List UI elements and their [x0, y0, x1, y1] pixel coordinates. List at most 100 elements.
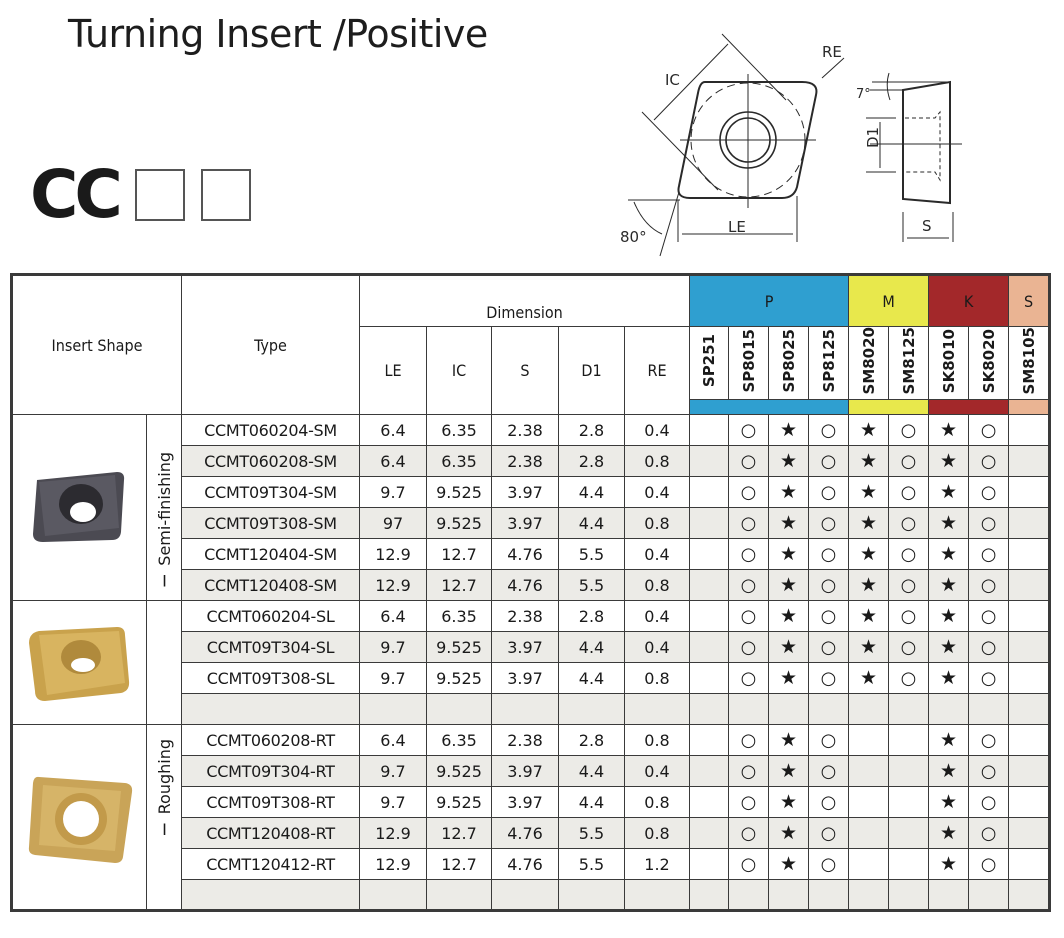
grade-cell [848, 879, 890, 911]
grade-cell: ○ [808, 662, 850, 694]
recommended-star-icon: ★ [940, 728, 958, 751]
grade-cell: ★ [848, 507, 890, 539]
suitable-circle-icon: ○ [740, 636, 757, 658]
grade-cell [1008, 445, 1051, 477]
grade-cell [1008, 538, 1051, 570]
group-color-bar-m [848, 399, 930, 415]
grade-cell: ○ [968, 786, 1010, 818]
type-cell: CCMT09T304-SL [181, 631, 360, 663]
recommended-star-icon: ★ [780, 759, 798, 782]
grade-cell [689, 631, 730, 663]
header-le: LE [359, 326, 427, 415]
type-cell: CCMT060208-SM [181, 445, 360, 477]
group-color-bar-p [689, 399, 850, 415]
grade-cell [888, 786, 930, 818]
grade-cell: ★ [928, 631, 970, 663]
grade-cell: ○ [808, 476, 850, 508]
header-d1: D1 [558, 326, 625, 415]
grade-cell [1008, 476, 1051, 508]
suitable-circle-icon: ○ [820, 574, 837, 596]
grade-cell: ★ [928, 786, 970, 818]
recommended-star-icon: ★ [940, 449, 958, 472]
grade-cell: ○ [968, 817, 1010, 849]
recommended-star-icon: ★ [940, 511, 958, 534]
suitable-circle-icon: ○ [820, 729, 837, 751]
grade-cell: ○ [728, 724, 770, 756]
le-cell: 9.7 [359, 476, 427, 508]
grade-header-sm8020: SM8020 [848, 326, 890, 400]
le-cell: 6.4 [359, 600, 427, 632]
grade-cell: ★ [928, 848, 970, 880]
d1-cell: 5.5 [558, 569, 625, 601]
d1-cell: 2.8 [558, 724, 625, 756]
grade-cell: ★ [768, 786, 810, 818]
recommended-star-icon: ★ [780, 511, 798, 534]
recommended-star-icon: ★ [780, 604, 798, 627]
recommended-star-icon: ★ [860, 418, 878, 441]
suitable-circle-icon: ○ [740, 543, 757, 565]
re-cell: 0.4 [623, 538, 691, 570]
svg-text:80°: 80° [620, 228, 647, 246]
dark-insert-image [25, 471, 135, 550]
suitable-circle-icon: ○ [900, 605, 917, 627]
grade-cell: ★ [928, 662, 970, 694]
suitable-circle-icon: ○ [900, 667, 917, 689]
grade-cell: ○ [808, 538, 850, 570]
grade-cell [1008, 693, 1051, 725]
suitable-circle-icon: ○ [980, 574, 997, 596]
type-cell: CCMT060208-RT [181, 724, 360, 756]
suitable-circle-icon: ○ [980, 791, 997, 813]
grade-cell: ○ [728, 631, 770, 663]
grade-cell: ★ [928, 600, 970, 632]
grade-cell [888, 693, 930, 725]
insert-image-semi-finishing-sm [11, 414, 147, 601]
insert-code: CC [30, 160, 251, 230]
suitable-circle-icon: ○ [740, 822, 757, 844]
grade-cell [1008, 414, 1051, 446]
svg-text:D1: D1 [864, 127, 882, 148]
grade-cell [888, 848, 930, 880]
grade-cell: ○ [728, 476, 770, 508]
header-re: RE [623, 326, 691, 415]
table-row [12, 879, 1051, 911]
grade-cell: ○ [728, 414, 770, 446]
grade-cell [1008, 879, 1051, 911]
grade-cell: ○ [968, 538, 1010, 570]
grade-cell: ○ [968, 631, 1010, 663]
re-cell: 0.4 [623, 414, 691, 446]
grade-cell: ○ [808, 445, 850, 477]
s-cell: 3.97 [491, 507, 559, 539]
grade-cell: ★ [768, 848, 810, 880]
suitable-circle-icon: ○ [740, 574, 757, 596]
recommended-star-icon: ★ [780, 666, 798, 689]
grade-cell: ○ [968, 507, 1010, 539]
suitable-circle-icon: ○ [740, 605, 757, 627]
recommended-star-icon: ★ [940, 852, 958, 875]
recommended-star-icon: ★ [780, 418, 798, 441]
ic-cell: 12.7 [426, 538, 492, 570]
ic-cell: 6.35 [426, 445, 492, 477]
grade-cell [768, 879, 810, 911]
grade-cell: ★ [848, 600, 890, 632]
re-cell: 0.8 [623, 786, 691, 818]
ic-cell: 9.525 [426, 662, 492, 694]
grade-cell: ○ [968, 569, 1010, 601]
suitable-circle-icon: ○ [980, 729, 997, 751]
grade-cell: ★ [848, 631, 890, 663]
re-cell: 0.4 [623, 600, 691, 632]
grade-cell: ★ [928, 755, 970, 787]
svg-text:7°: 7° [856, 87, 871, 102]
d1-cell: 4.4 [558, 662, 625, 694]
header-insert-shape: Insert Shape [11, 274, 182, 415]
grade-cell: ○ [968, 724, 1010, 756]
grade-cell [689, 755, 730, 787]
suitable-circle-icon: ○ [820, 450, 837, 472]
insert-code-prefix: CC [30, 156, 123, 233]
ic-cell: 6.35 [426, 600, 492, 632]
grade-cell: ★ [928, 476, 970, 508]
svg-text:IC: IC [665, 71, 680, 89]
svg-text:RE: RE [822, 43, 842, 61]
grade-cell: ○ [968, 600, 1010, 632]
grade-cell [1008, 724, 1051, 756]
